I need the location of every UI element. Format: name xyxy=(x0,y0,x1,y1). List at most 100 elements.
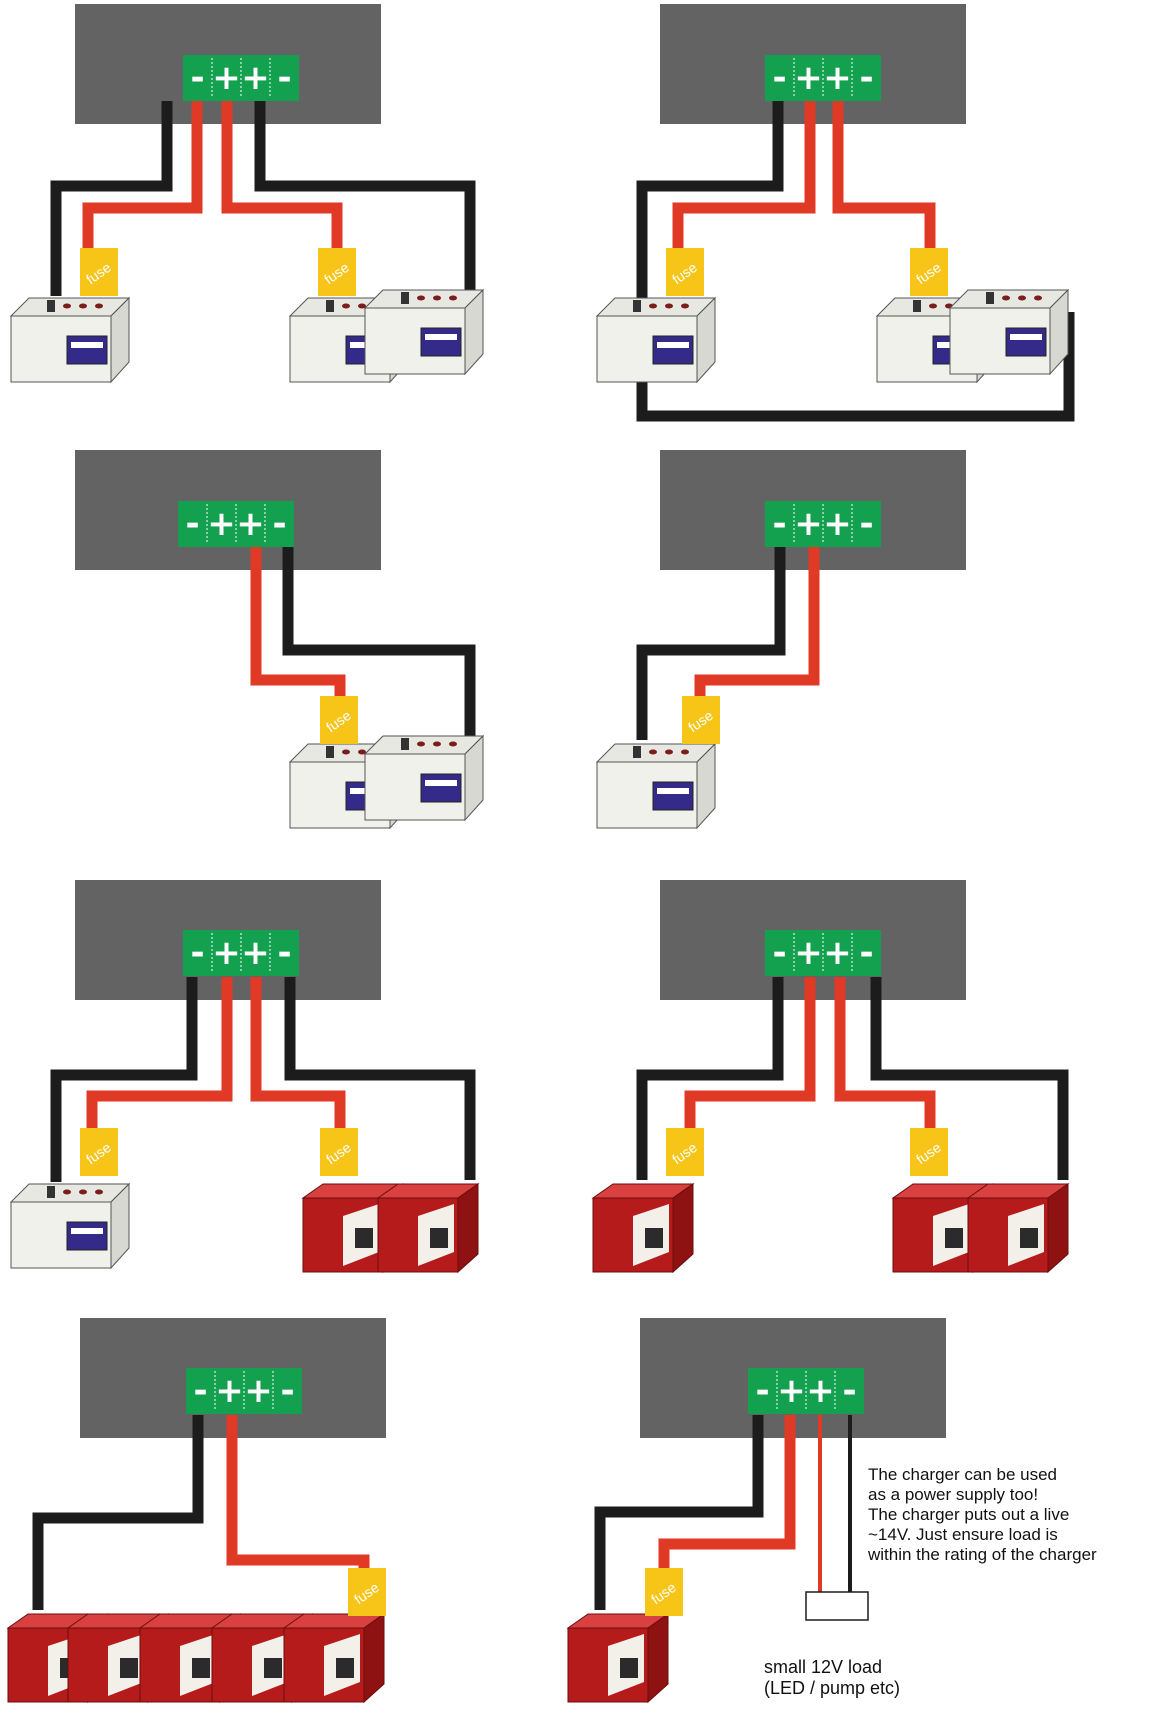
battery-sticker-panel xyxy=(355,1228,373,1248)
battery-side xyxy=(110,296,130,384)
fuse: fuse xyxy=(666,1128,704,1176)
fuse-body xyxy=(80,1128,118,1176)
terminal-plus: + xyxy=(215,1371,244,1411)
battery-label xyxy=(420,773,462,803)
terminal-minus: - xyxy=(859,933,873,973)
battery-side xyxy=(672,1183,694,1274)
fuse-body xyxy=(666,248,704,296)
fuse: fuse xyxy=(666,248,704,296)
terminal-plus: + xyxy=(236,504,265,544)
battery-cap xyxy=(681,303,689,309)
terminal-plus: + xyxy=(823,58,852,98)
battery-terminal xyxy=(47,1186,55,1198)
terminal-minus: - xyxy=(185,504,199,544)
battery-sticker-panel xyxy=(120,1658,138,1678)
battery-cap xyxy=(1034,295,1042,301)
battery-cap xyxy=(342,749,350,755)
fuse-body xyxy=(682,696,720,744)
lithium-battery xyxy=(376,1183,480,1274)
fuse: fuse xyxy=(348,1568,386,1616)
terminal-plus: + xyxy=(794,504,823,544)
terminal-minus: - xyxy=(277,933,291,973)
terminal-plus: + xyxy=(212,933,241,973)
battery-terminal xyxy=(633,746,641,758)
terminal-block: -++- xyxy=(765,930,881,976)
battery-label xyxy=(652,335,694,365)
terminal-plus: + xyxy=(823,933,852,973)
panel-4: -++- fuse xyxy=(595,450,966,830)
battery-side xyxy=(110,1182,130,1270)
terminal-minus: - xyxy=(755,1371,769,1411)
battery-label xyxy=(420,327,462,357)
lead-acid-battery xyxy=(9,1182,131,1270)
fuse-body xyxy=(320,1128,358,1176)
terminal-minus: - xyxy=(859,504,873,544)
panel-3: -++-fuse xyxy=(75,450,485,830)
battery-side xyxy=(464,734,484,822)
battery-label-stripe xyxy=(1010,334,1042,340)
wire-negative xyxy=(32,1415,204,1610)
fuse: fuse xyxy=(682,696,720,744)
battery-cap xyxy=(358,303,366,309)
battery-terminal xyxy=(913,300,921,312)
terminal-minus: - xyxy=(280,1371,294,1411)
battery-cap xyxy=(1018,295,1026,301)
terminal-minus: - xyxy=(859,58,873,98)
battery-side xyxy=(457,1183,479,1274)
wire-negative xyxy=(254,101,476,294)
fuse: fuse xyxy=(80,248,118,296)
terminal-plus: + xyxy=(794,58,823,98)
battery-label-stripe xyxy=(425,334,457,340)
wire-negative xyxy=(282,547,476,740)
terminal-plus: + xyxy=(212,58,241,98)
terminal-block: -++- xyxy=(186,1368,302,1414)
battery-sticker-panel xyxy=(336,1658,354,1678)
battery-cap xyxy=(358,749,366,755)
battery-sticker-panel xyxy=(264,1658,282,1678)
terminal-minus: - xyxy=(772,504,786,544)
terminal-plus: + xyxy=(241,933,270,973)
wire-positive xyxy=(832,101,936,284)
wire-negative xyxy=(870,977,1069,1180)
terminal-minus: - xyxy=(772,58,786,98)
battery-terminal xyxy=(401,738,409,750)
battery-side xyxy=(363,1613,385,1704)
wire-negative xyxy=(284,977,476,1180)
lead-acid-battery xyxy=(363,734,485,822)
battery-sticker-panel xyxy=(945,1228,963,1248)
terminal-minus: - xyxy=(190,933,204,973)
load-label: small 12V load (LED / pump etc) xyxy=(764,1657,901,1698)
fuse: fuse xyxy=(318,248,356,296)
terminal-block: -++- xyxy=(183,930,299,976)
wire-negative xyxy=(50,977,198,1182)
battery-side xyxy=(696,742,716,830)
lithium-battery xyxy=(966,1183,1070,1274)
terminal-block: -++- xyxy=(765,501,881,547)
battery-label xyxy=(652,781,694,811)
fuse-body xyxy=(80,248,118,296)
terminal-plus: + xyxy=(806,1371,835,1411)
lithium-battery xyxy=(591,1183,695,1274)
battery-cap xyxy=(433,741,441,747)
fuse-body xyxy=(910,248,948,296)
battery-front xyxy=(364,307,466,375)
battery-cap xyxy=(417,295,425,301)
battery-sticker-panel xyxy=(620,1658,638,1678)
terminal-plus: + xyxy=(823,504,852,544)
fuse-body xyxy=(910,1128,948,1176)
wire-negative xyxy=(636,547,786,740)
battery-label xyxy=(66,1221,108,1251)
terminal-plus: + xyxy=(777,1371,806,1411)
wire-positive xyxy=(82,101,203,284)
battery-label-stripe xyxy=(425,780,457,786)
fuse: fuse xyxy=(320,696,358,744)
terminal-plus: + xyxy=(207,504,236,544)
wire-positive xyxy=(221,101,343,284)
battery-sticker-panel xyxy=(430,1228,448,1248)
battery-label-stripe xyxy=(657,342,689,348)
battery-cap xyxy=(63,303,71,309)
battery-side xyxy=(1049,288,1069,376)
